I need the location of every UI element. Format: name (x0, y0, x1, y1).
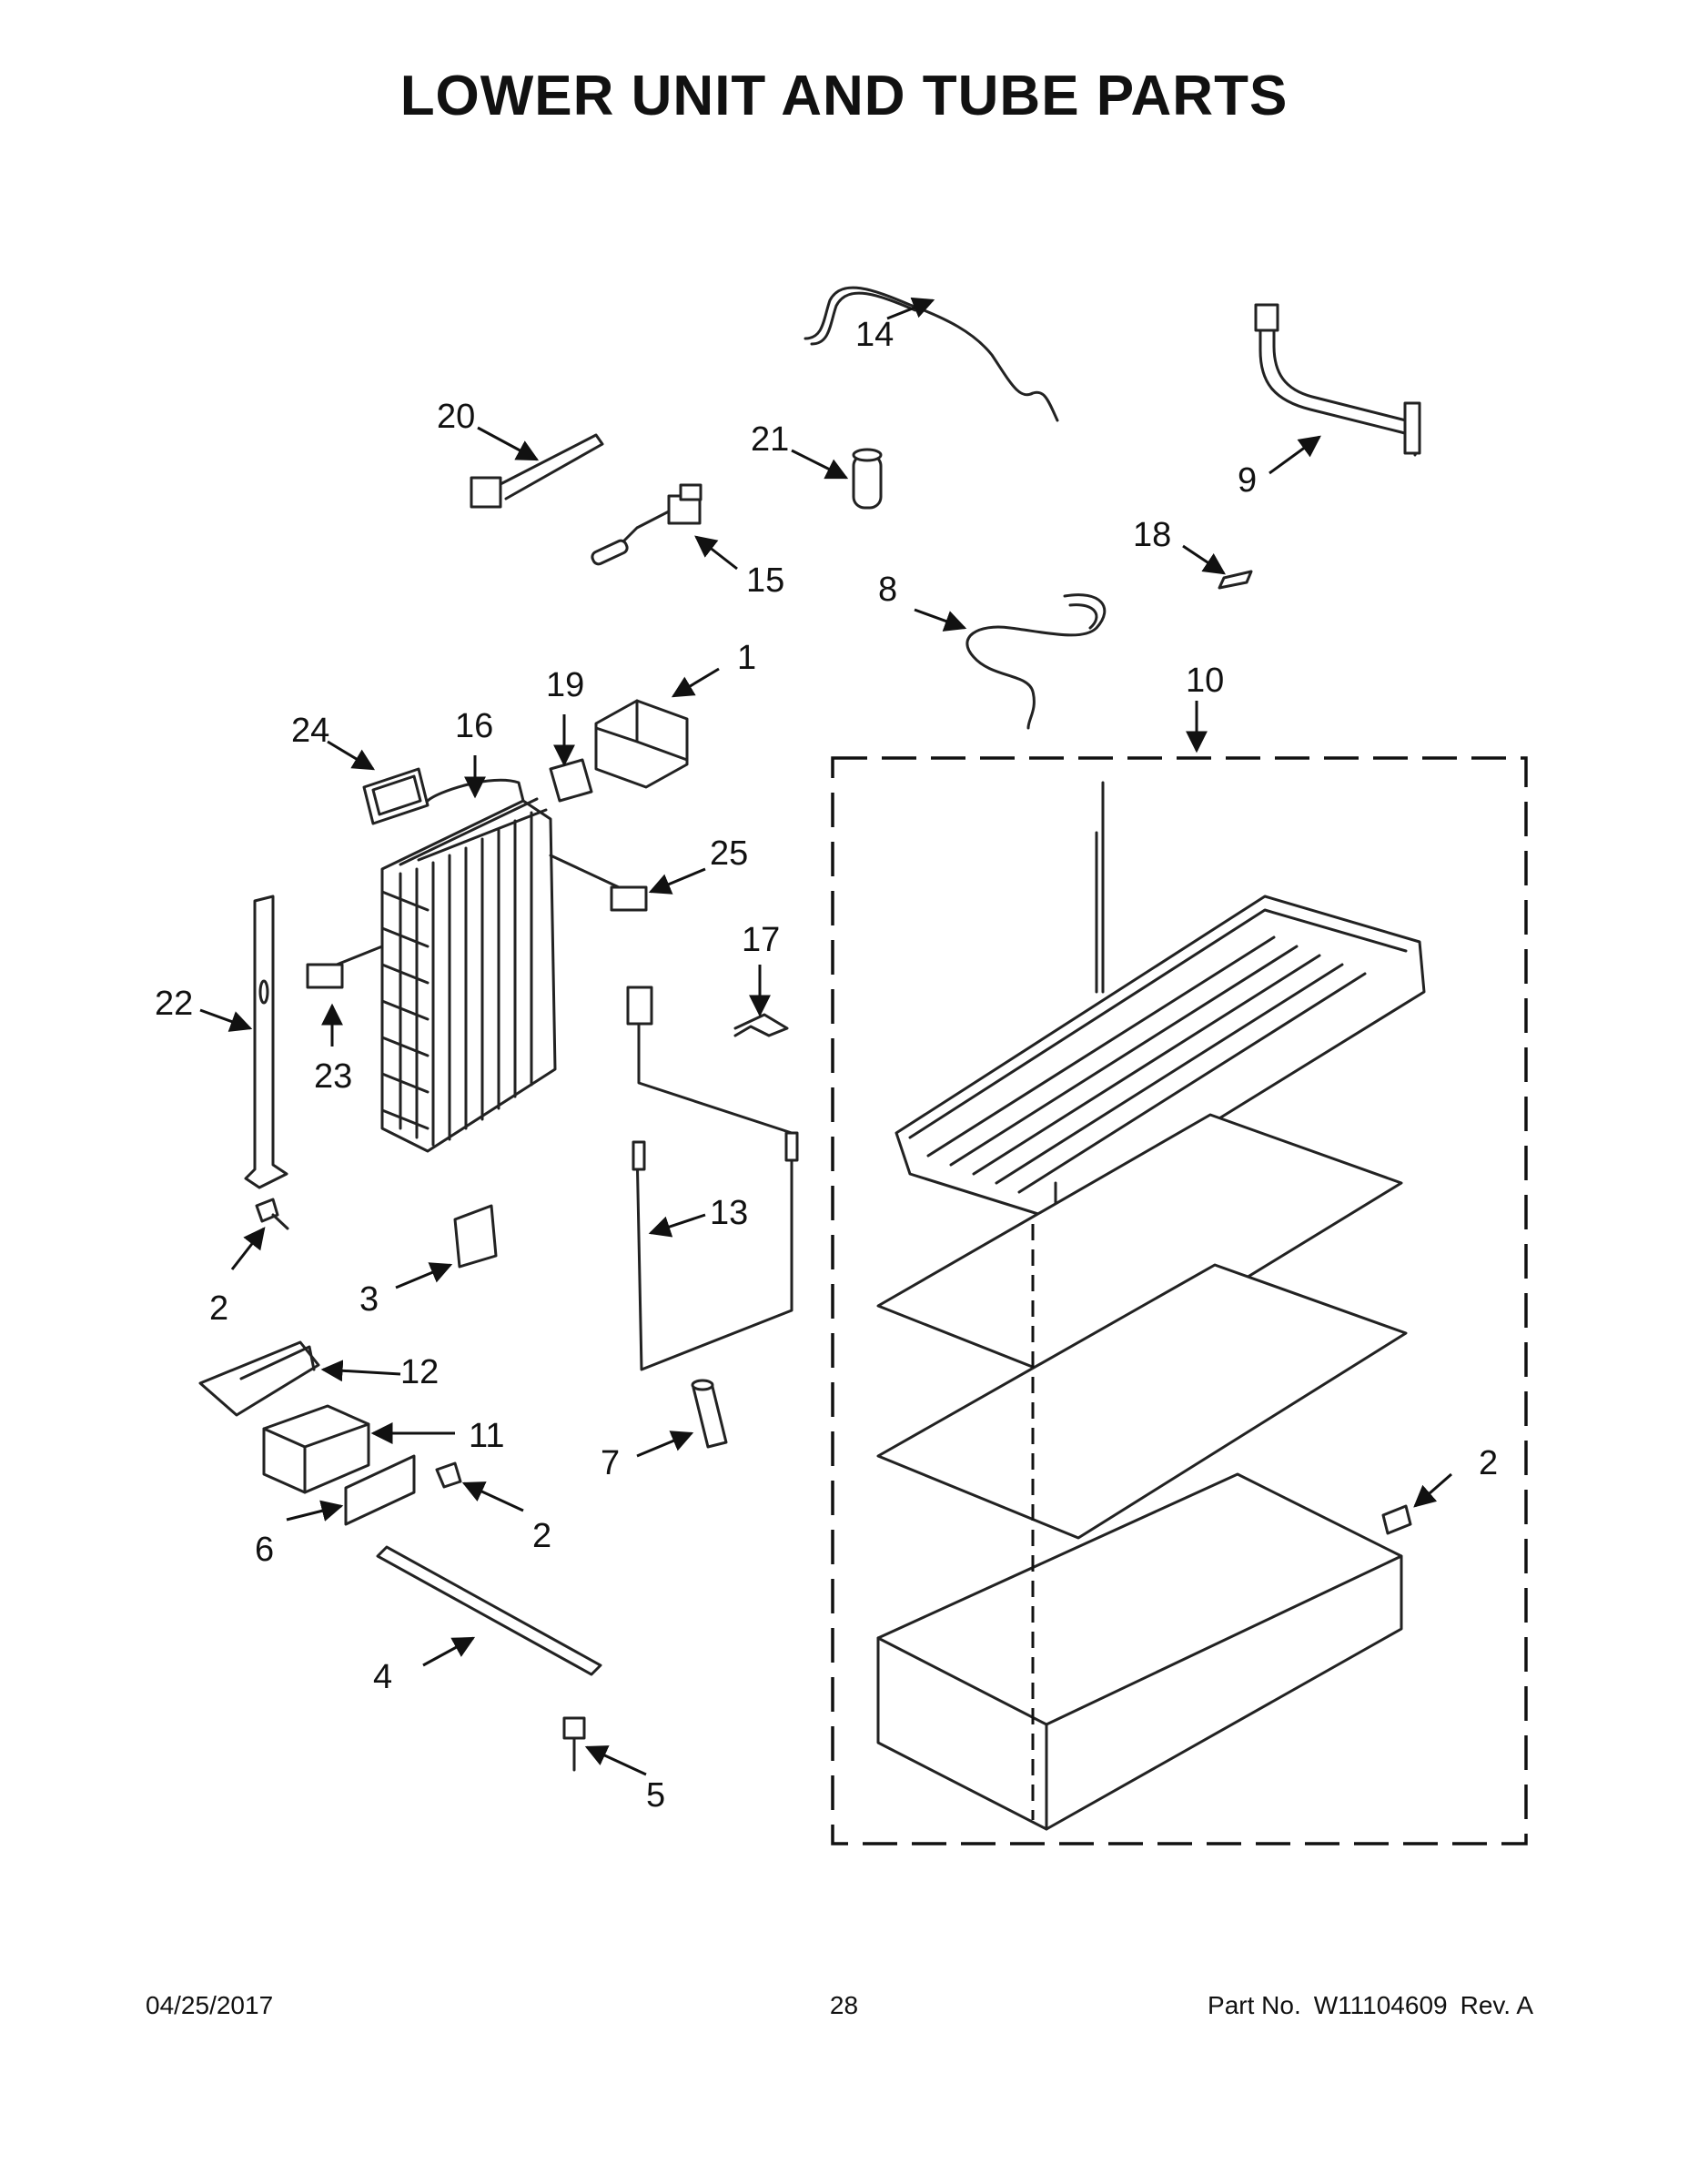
callout-3: 3 (359, 1280, 379, 1319)
footer-page-number: 28 (829, 1991, 859, 2019)
part-25-clip (549, 854, 648, 912)
footer-part-number: Part No. W11104609 Rev. A (1195, 1991, 1533, 2020)
part-2-screw-b (435, 1461, 462, 1489)
part-9-tube (804, 286, 1059, 422)
callout-14: 19 (546, 666, 584, 704)
part-16-wire-tie (470, 433, 604, 509)
callout-18: 4 (373, 1658, 392, 1696)
part-6-drain-pan-assembly (876, 781, 1426, 1831)
part-8-plate (344, 1454, 416, 1526)
callout-10: 15 (746, 561, 784, 600)
part-1-bracket (594, 699, 689, 789)
part-17-clip (1218, 570, 1253, 590)
page-title: LOWER UNIT AND TUBE PARTS (399, 65, 1289, 127)
part-2-screw-c (1381, 1504, 1412, 1535)
part-24-clip (306, 945, 384, 989)
part-20-pad (362, 767, 430, 825)
part-14-plate (549, 758, 593, 803)
callout-12: 13 (710, 1194, 748, 1232)
callout-19: 7 (601, 1444, 620, 1482)
part-21-sleeve (852, 448, 883, 510)
callout-24: 23 (314, 1057, 352, 1096)
callout-21: 21 (751, 420, 789, 459)
part-5-tube (1254, 303, 1421, 457)
callout-2: 2 (1479, 1444, 1498, 1482)
callout-2: 2 (532, 1517, 551, 1555)
part-4-tube (965, 593, 1107, 730)
part-10-thermistor (591, 483, 702, 566)
callout-22: 12 (400, 1353, 439, 1391)
callout-1: 1 (737, 639, 756, 677)
callout-20: 24 (291, 712, 329, 750)
part-15-strap (244, 895, 288, 1189)
footer-part-label: Part No. (1208, 1991, 1301, 2019)
part-12-harness (626, 986, 799, 1371)
part-3-bracket (453, 1204, 498, 1269)
callout-16: 20 (437, 398, 475, 436)
leader-lines (199, 297, 1452, 1776)
callout-23: 5 (646, 1776, 665, 1815)
footer-part-value: W11104609 (1313, 1991, 1448, 2019)
callout-4: 8 (878, 571, 897, 609)
part-2-screw-a (255, 1198, 289, 1230)
callout-25: 25 (710, 834, 748, 873)
part-7-bracket (262, 1404, 370, 1494)
part-19-sleeve (691, 1379, 728, 1449)
part-11-evaporator (380, 778, 557, 1153)
part-22-plate (198, 1340, 320, 1417)
callout-9: 14 (855, 316, 894, 354)
part-6-group-box (831, 756, 1528, 1845)
callout-8: 6 (255, 1531, 274, 1569)
footer-revision: Rev. A (1460, 1991, 1533, 2019)
callout-15: 22 (155, 985, 193, 1023)
callout-7: 11 (469, 1417, 504, 1455)
callout-13: 17 (742, 921, 780, 959)
part-13-clip (733, 1013, 789, 1037)
part-18-rail (376, 1545, 602, 1676)
footer-date: 04/25/2017 (146, 1991, 274, 2019)
callout-6: 10 (1186, 662, 1224, 700)
part-23-screw (562, 1716, 586, 1772)
callout-17: 18 (1133, 516, 1171, 554)
callout-labels: 14 9 20 21 15 18 8 1 10 19 24 16 25 17 2… (155, 316, 1498, 1815)
callout-5: 9 (1238, 461, 1257, 500)
callout-11: 16 (455, 707, 493, 745)
callout-2: 2 (209, 1289, 228, 1328)
